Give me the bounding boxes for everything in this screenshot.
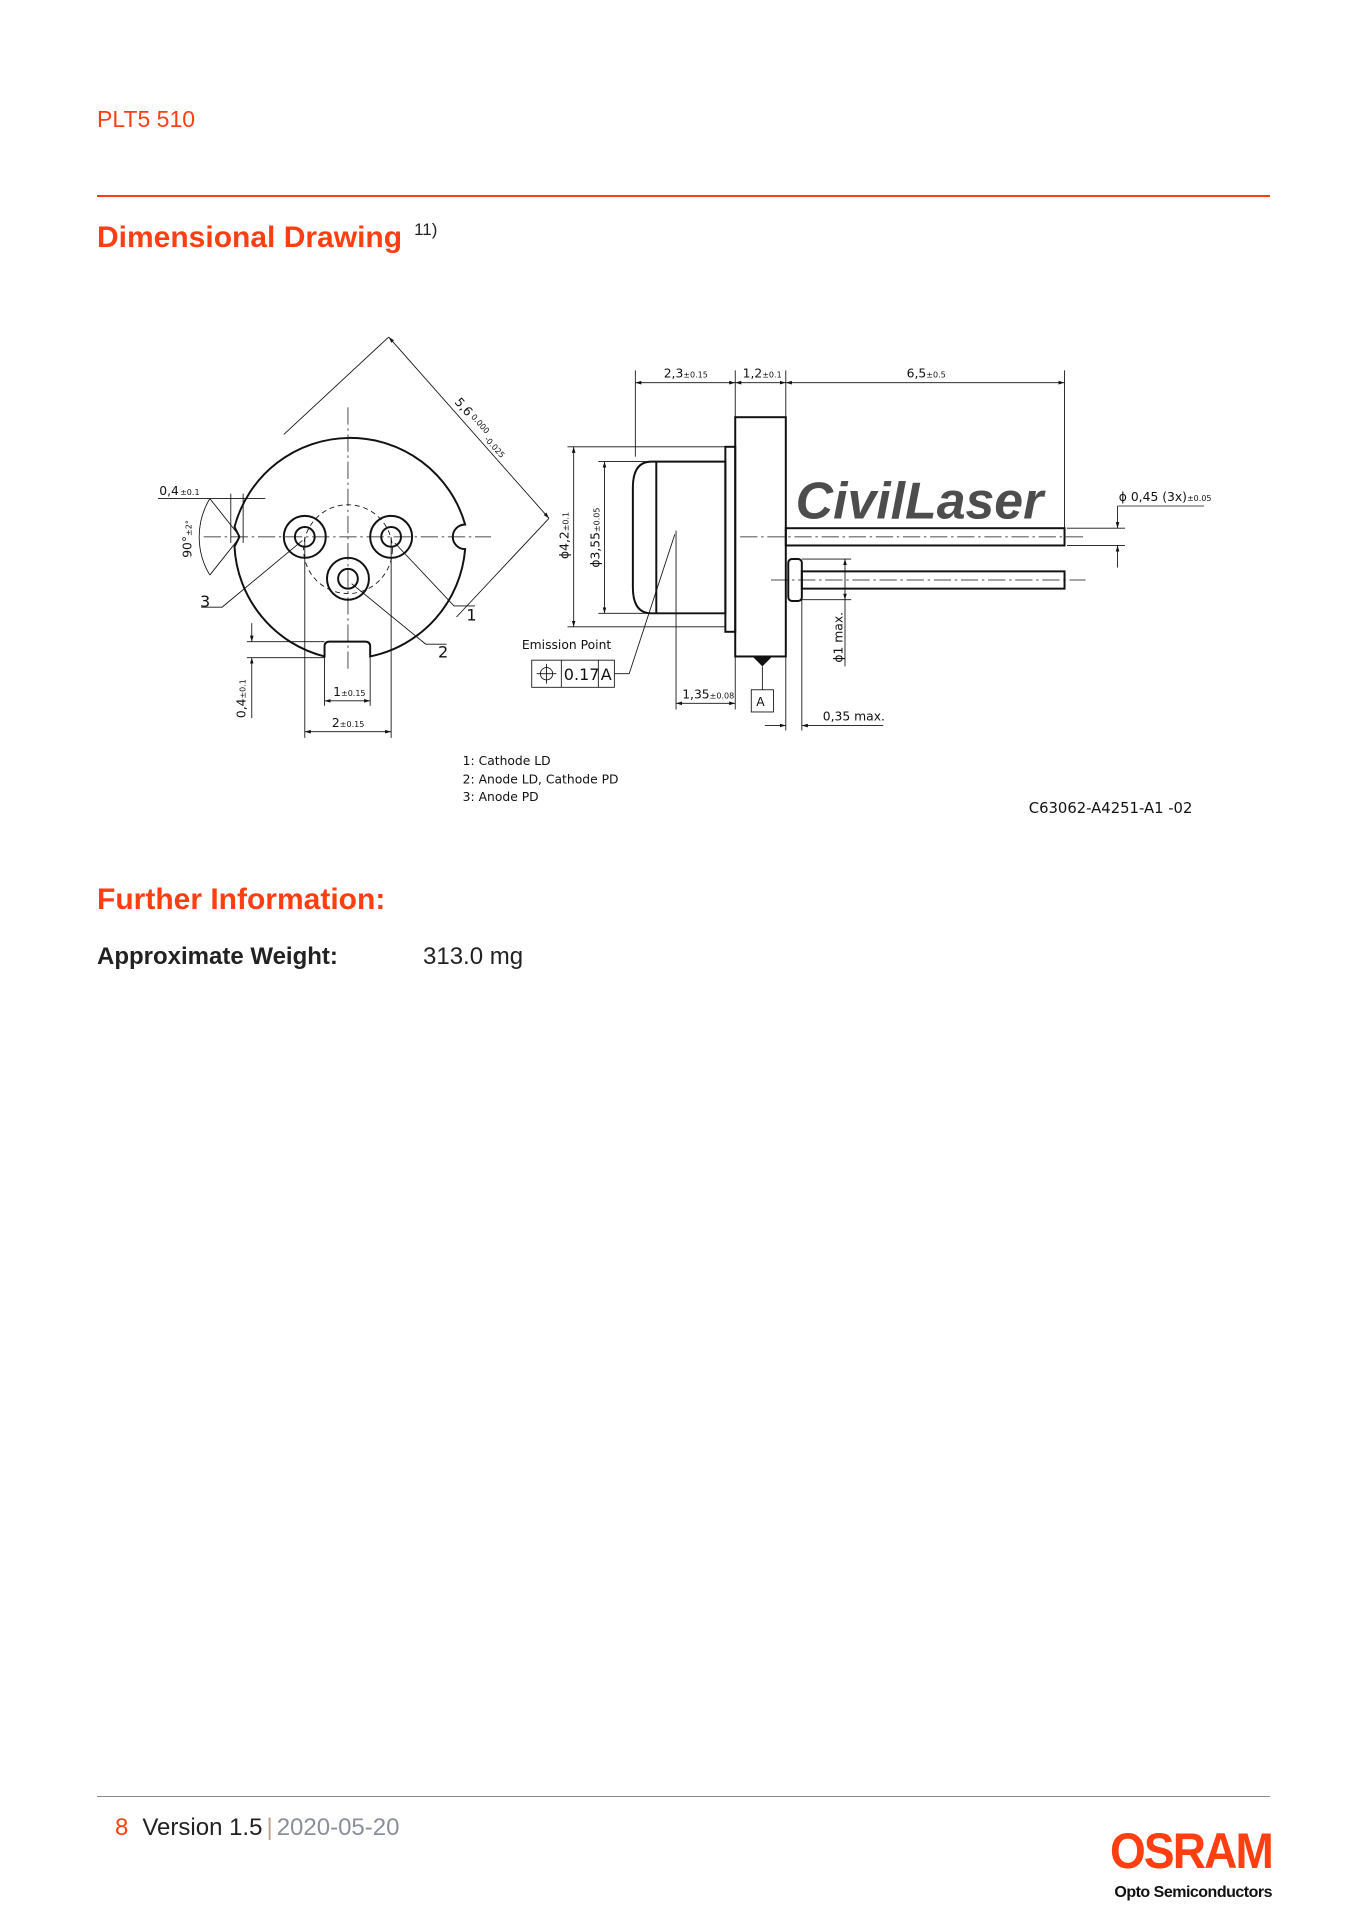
front-view: 5,60.000-0.025 0,4±0.1 90°±2° 0,4±0.1 1±… <box>158 336 550 738</box>
logo-brand: OSRAM <box>1109 1823 1274 1879</box>
product-header: PLT5 510 <box>97 106 196 132</box>
dim-dia-4-2: ϕ4,2±0.1 <box>558 512 572 559</box>
dim-0-35-max: 0,35 max. <box>823 710 885 724</box>
footer: 8 Version 1.5|2020-05-20 <box>115 1814 399 1842</box>
footer-separator: | <box>266 1814 273 1841</box>
pin-number-1: 1 <box>466 606 476 625</box>
footer-rule <box>97 1796 1270 1797</box>
pin-number-3: 3 <box>200 592 210 611</box>
watermark: CivilLaser <box>796 471 1046 529</box>
dim-0-4-notch: 0,4±0.1 <box>159 484 199 498</box>
legend-item: 1: Cathode LD <box>463 754 551 768</box>
dim-angle: 90°±2° <box>180 520 194 558</box>
dim-2: 2±0.15 <box>332 716 364 730</box>
page-number: 8 <box>115 1814 129 1841</box>
legend-item: 3: Anode PD <box>463 790 539 804</box>
header-rule <box>97 195 1270 197</box>
dim-0-4-slot: 0,4±0.1 <box>235 679 249 718</box>
side-view: 2,3±0.15 1,2±0.1 6,5±0.5 ϕ4,2±0.1 ϕ3,55±… <box>522 367 1212 731</box>
version: Version 1.5 <box>142 1814 263 1841</box>
dim-6-5: 6,5±0.5 <box>907 367 946 381</box>
datum-a: A <box>756 695 765 709</box>
dim-0-4-notch-tol: ±0.1 <box>180 488 199 497</box>
section-title-further-information: Further Information: <box>97 883 386 916</box>
dim-dia-1-max: ϕ1 max. <box>832 612 846 663</box>
section-title-text: Dimensional Drawing <box>97 221 403 254</box>
section-title-dimensional-drawing: Dimensional Drawing 11) <box>97 220 437 255</box>
emission-datum: A <box>601 665 612 684</box>
weight-label: Approximate Weight: <box>97 943 338 970</box>
drawing-id: C63062-A4251-A1 -02 <box>1029 800 1193 817</box>
emission-point-label: Emission Point <box>522 638 612 652</box>
dim-dia-3-55: ϕ3,55±0.05 <box>589 508 603 568</box>
dim-2-3: 2,3±0.15 <box>664 367 708 381</box>
emission-tolerance: 0.17 <box>564 665 600 684</box>
footnote-ref: 11) <box>414 220 438 239</box>
dim-5-6: 5,60.000-0.025 <box>451 395 512 460</box>
dimensional-drawing: 5,60.000-0.025 0,4±0.1 90°±2° 0,4±0.1 1±… <box>158 336 1212 817</box>
dim-1-2: 1,2±0.1 <box>743 367 782 381</box>
legend-item: 2: Anode LD, Cathode PD <box>463 773 619 787</box>
dim-pin-diameter: ϕ 0,45 (3x)±0.05 <box>1119 490 1212 504</box>
dim-1-35: 1,35±0.08 <box>682 687 734 701</box>
pin-number-2: 2 <box>438 643 448 662</box>
dim-1: 1±0.15 <box>333 685 365 699</box>
weight-value: 313.0 mg <box>423 943 524 970</box>
osram-logo: OSRAM Opto Semiconductors <box>1090 1823 1274 1902</box>
logo-subtitle: Opto Semiconductors <box>1114 1884 1272 1901</box>
date: 2020-05-20 <box>276 1814 400 1841</box>
